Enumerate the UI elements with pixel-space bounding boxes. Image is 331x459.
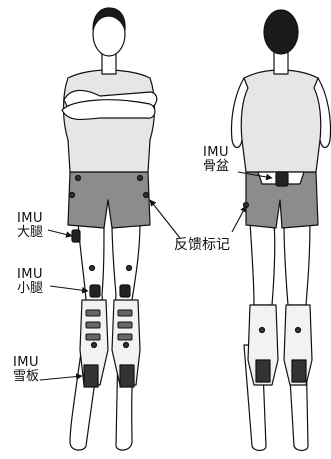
label-pelvis-imu: IMU 骨盆 xyxy=(196,146,236,173)
arrow-feedback-front xyxy=(150,200,180,238)
back-left-leg xyxy=(250,222,275,305)
front-figure xyxy=(62,8,157,450)
front-torso xyxy=(64,70,155,172)
label-pelvis-zh: 骨盆 xyxy=(196,160,236,174)
back-torso xyxy=(239,70,324,172)
back-figure xyxy=(232,10,331,451)
label-feedback-marker: 反馈标记 xyxy=(164,238,240,253)
label-thigh-en: IMU xyxy=(10,212,50,226)
label-thigh-imu: IMU 大腿 xyxy=(10,212,50,239)
back-right-leg xyxy=(284,222,310,305)
label-thigh-zh: 大腿 xyxy=(10,226,50,240)
arrow-feedback-back xyxy=(232,206,246,232)
label-shank-zh: 小腿 xyxy=(10,282,50,296)
label-shank-en: IMU xyxy=(10,268,50,282)
label-pelvis-en: IMU xyxy=(196,146,236,160)
label-shank-imu: IMU 小腿 xyxy=(10,268,50,295)
front-shorts xyxy=(68,172,150,228)
arrow-ski xyxy=(40,376,82,380)
label-ski-en: IMU xyxy=(6,356,46,370)
pelvis-imu-sensor xyxy=(276,172,288,186)
label-ski-zh: 雪板 xyxy=(6,370,46,384)
arrow-shank xyxy=(50,286,88,291)
back-head xyxy=(264,10,298,54)
label-ski-imu: IMU 雪板 xyxy=(6,356,46,383)
arrow-thigh xyxy=(48,230,72,236)
